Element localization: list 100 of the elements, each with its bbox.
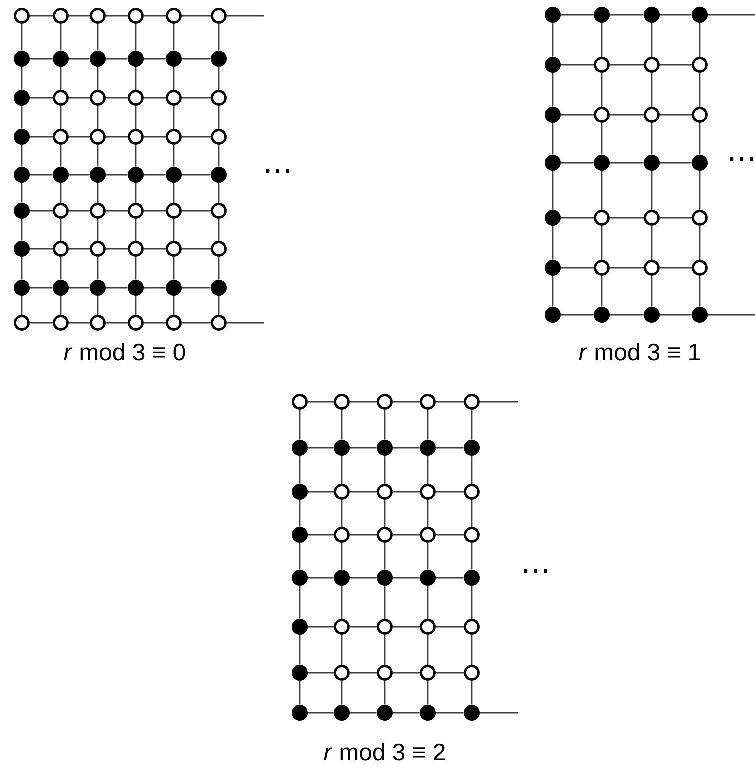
grid-line (350, 626, 378, 628)
grid-line (384, 586, 386, 620)
vertex (90, 51, 106, 67)
vertex (420, 619, 436, 635)
grid-line (471, 542, 473, 570)
grid-line (135, 296, 137, 316)
vertex (464, 394, 480, 410)
vertex (166, 280, 182, 296)
grid-line (350, 401, 378, 403)
vertex (53, 203, 69, 219)
grid-line (651, 226, 653, 260)
grid-line (350, 534, 378, 536)
grid-line (699, 171, 701, 210)
vertex (14, 8, 30, 24)
grid-line (68, 136, 90, 138)
vertex (644, 307, 660, 323)
grid-line (610, 217, 644, 219)
grid-line (68, 322, 90, 324)
grid-line (144, 97, 166, 99)
grid-line (561, 314, 594, 316)
grid-line (97, 183, 99, 204)
grid-line (660, 114, 692, 116)
vertex (545, 7, 561, 23)
grid-line (135, 67, 137, 90)
vertex (90, 203, 106, 219)
grid-line (480, 401, 518, 403)
vertex (292, 484, 308, 500)
vertex (53, 315, 69, 331)
grid-line (30, 210, 54, 212)
vertex (377, 484, 393, 500)
vertex (464, 705, 480, 721)
grid-line (471, 634, 473, 666)
grid-line (561, 64, 594, 66)
grid-line (60, 256, 62, 280)
vertex (692, 7, 708, 23)
caption: r mod 3 ≡ 2 (324, 743, 445, 761)
grid-line (21, 183, 23, 203)
vertex (644, 107, 660, 123)
grid-line (299, 681, 301, 705)
grid-line (308, 534, 334, 536)
vertex (53, 129, 69, 145)
grid-line (384, 680, 386, 705)
grid-line (299, 456, 301, 484)
vertex (545, 57, 561, 73)
grid-line (350, 712, 377, 714)
grid-line (97, 106, 99, 130)
grid-line (392, 491, 420, 493)
vertex (377, 619, 393, 635)
grid-line (299, 500, 301, 527)
vertex (90, 241, 106, 257)
grid-line (480, 712, 518, 714)
vertex (334, 570, 350, 586)
grid-line (182, 58, 211, 60)
vertex (128, 241, 144, 257)
grid-line (427, 586, 429, 620)
grid-line (708, 314, 755, 316)
grid-line (341, 456, 343, 484)
grid-line (218, 67, 220, 90)
grid-line (699, 226, 701, 260)
grid-line (21, 145, 23, 167)
grid-line (21, 67, 23, 90)
grid-line (436, 534, 464, 536)
grid-line (173, 67, 175, 90)
vertex (420, 440, 436, 456)
grid-line (552, 23, 554, 57)
grid-line (30, 287, 53, 289)
vertex (377, 570, 393, 586)
grid-line (384, 456, 386, 484)
grid-line (384, 500, 386, 528)
vertex (464, 527, 480, 543)
grid-line (30, 322, 54, 324)
grid-line (173, 106, 175, 130)
grid-line (218, 106, 220, 130)
vertex (292, 705, 308, 721)
vertex (14, 51, 30, 67)
grid-line (610, 114, 644, 116)
caption: r mod 3 ≡ 1 (579, 343, 700, 361)
grid-line (427, 680, 429, 705)
vertex (166, 315, 182, 331)
vertex (90, 315, 106, 331)
grid-line (106, 97, 128, 99)
vertex (594, 7, 610, 23)
grid-line (651, 122, 653, 155)
grid-line (561, 14, 594, 16)
vertex (14, 129, 30, 145)
vertex (14, 167, 30, 183)
grid-line (21, 24, 23, 51)
grid-line (651, 23, 653, 58)
grid-line (68, 97, 90, 99)
vertex (594, 260, 610, 276)
grid-line (68, 210, 90, 212)
grid-line (60, 106, 62, 130)
vertex (334, 394, 350, 410)
grid-line (68, 248, 90, 250)
vertex (692, 210, 708, 226)
grid-line (350, 447, 377, 449)
grid-line (651, 171, 653, 210)
vertex (420, 394, 436, 410)
grid-line (60, 67, 62, 90)
grid-line (552, 171, 554, 210)
